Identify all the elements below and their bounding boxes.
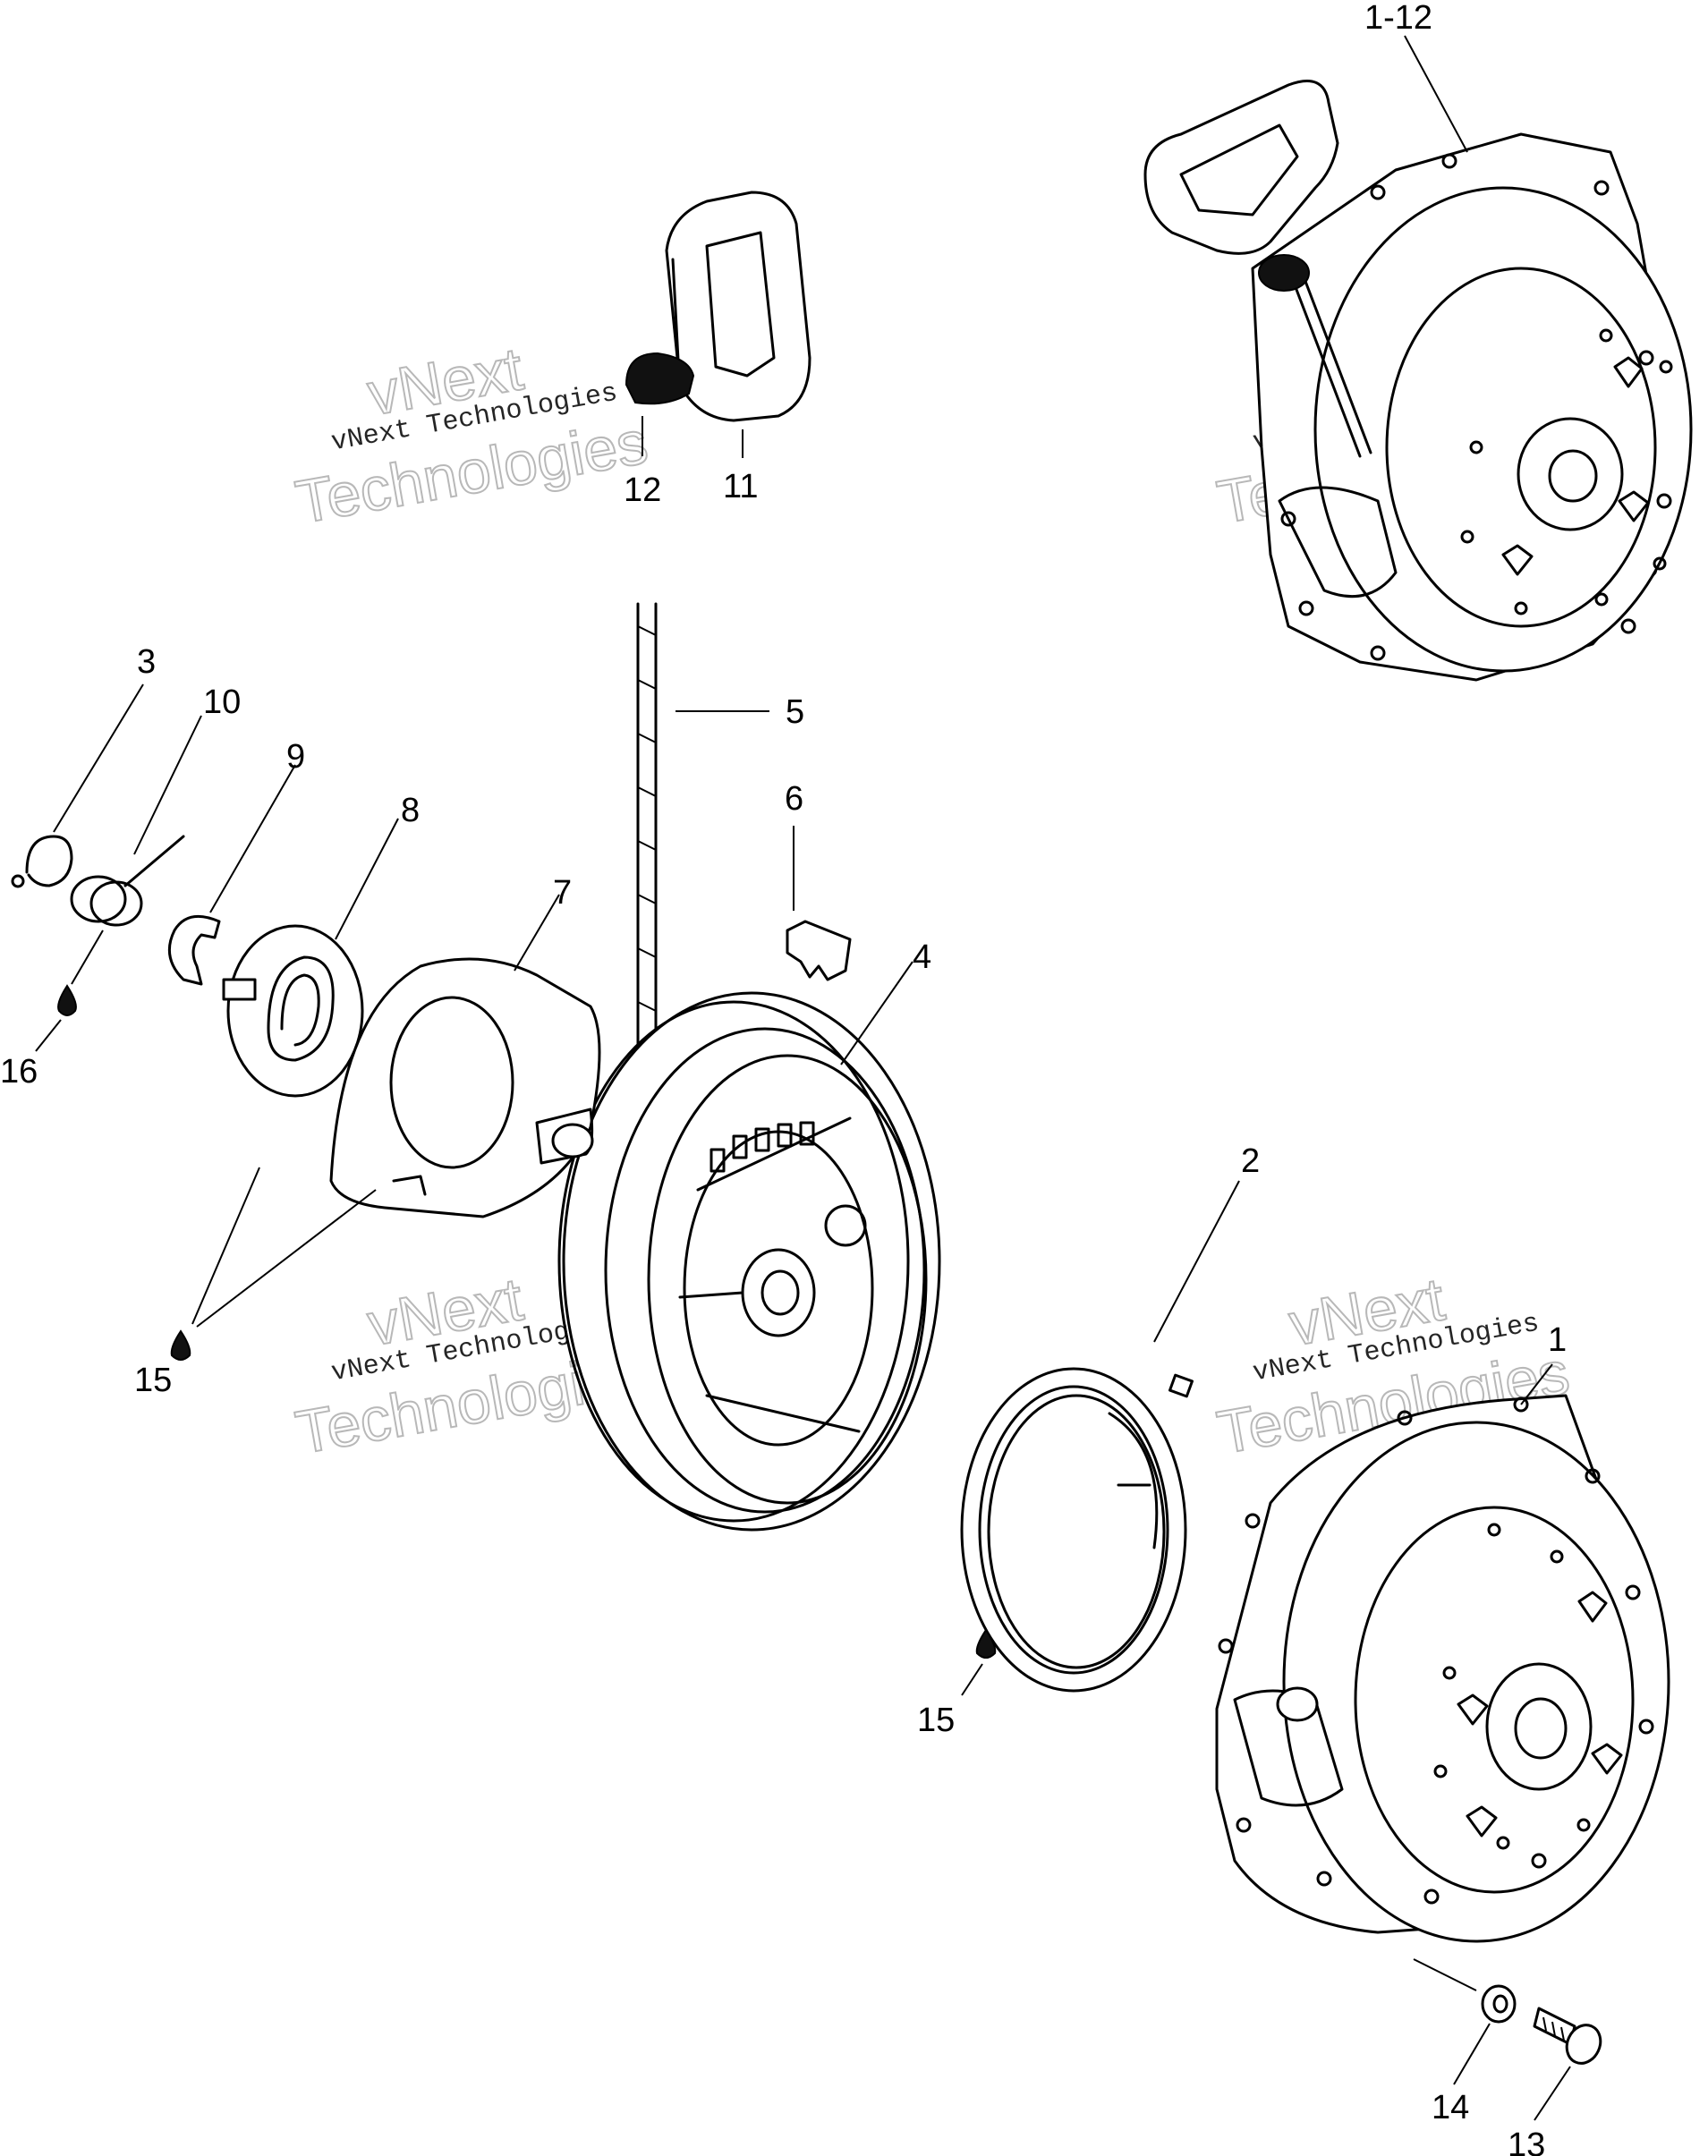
leader-16-top [71,929,104,985]
leader-7 [514,894,560,972]
callout-14: 14 [1432,2089,1469,2126]
leader-1 [1520,1363,1553,1405]
part-circlip [11,835,73,888]
callout-15-right: 15 [917,1702,955,1739]
part-washer [1481,1984,1517,2024]
part-pawl [786,920,852,981]
callout-15-left: 15 [134,1362,172,1399]
leader-10 [133,715,202,855]
part-spring-housing [329,957,601,1218]
callout-1: 1 [1548,1321,1567,1359]
callout-7: 7 [553,874,572,912]
part-spring-clip [70,835,185,927]
part-rewind-spring [960,1367,1194,1693]
callout-13: 13 [1508,2126,1545,2156]
part-starter-housing [1215,1394,1670,1943]
callout-12: 12 [624,471,661,509]
leader-16 [35,1019,62,1052]
callout-16: 16 [0,1053,38,1091]
callout-10: 10 [203,683,241,721]
leader-13 [1534,2066,1571,2121]
callout-5: 5 [786,693,804,731]
part-retaining-ring [167,914,221,986]
callout-11: 11 [723,468,758,505]
leader-2 [1153,1180,1240,1343]
leader-14 [1453,2023,1491,2085]
callout-3: 3 [137,643,156,681]
lubricant-drop-icon-left [170,1329,191,1361]
lubricant-drop-icon-right [975,1628,997,1659]
callout-8: 8 [401,792,420,829]
part-grommet [625,352,695,405]
leader-15-right [961,1663,983,1696]
part-screw [1533,2007,1602,2065]
callout-1-12: 1-12 [1364,0,1432,37]
part-handle [665,191,812,422]
part-rope [636,602,658,1048]
callout-4: 4 [913,938,931,976]
leader-8 [335,818,399,940]
leader-4 [840,961,913,1065]
assembled-starter [1143,80,1693,682]
part-recoil-spring [222,924,364,1098]
lubricant-drop-icon [57,984,77,1016]
leader-14-dashed [1413,1958,1477,1991]
part-pulley [557,991,941,1532]
callout-6: 6 [785,780,803,818]
callout-2: 2 [1241,1142,1260,1180]
watermark-top-left: vNext Technologies vNext Technologies [290,334,653,538]
callout-9: 9 [286,738,305,776]
leader-3 [53,683,144,833]
leader-9 [209,764,296,913]
leader-1-12 [1404,35,1468,153]
leader-15-left [191,1167,377,1328]
